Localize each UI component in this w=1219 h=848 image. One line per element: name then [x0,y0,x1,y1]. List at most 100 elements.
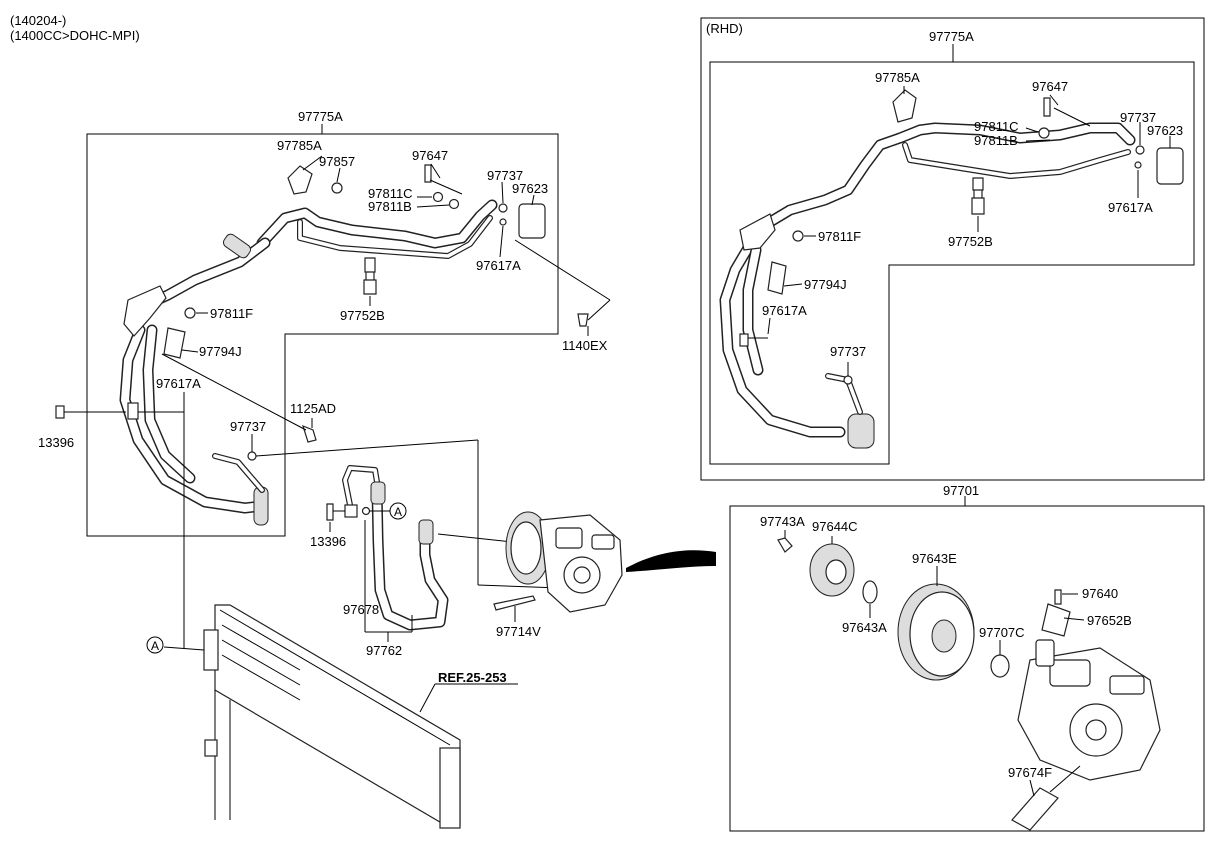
label-bolt-97647: 97647 [412,148,448,163]
o-ring-part [247,451,257,461]
label-shim: 97643A [842,620,887,635]
label-bracket-97652b: 97652B [1087,613,1132,628]
effective-date-label: (140204-) [10,13,67,28]
label-valve-97623: 97623 [512,181,548,196]
cap-part [331,182,343,194]
label-marker-a: A [394,505,402,519]
rhd-bracket-part [892,89,917,123]
label-snap-ring: 97707C [979,625,1025,640]
bolt-part [55,405,65,419]
o-ring-part [361,506,371,516]
rhd-label-sensor: 97752B [948,234,993,249]
expansion-valve-part [518,203,546,239]
label-o-ring-left: 97617A [156,376,201,391]
hose-ferrule [370,481,386,505]
rhd-expansion-valve-part [1156,147,1184,185]
label-valve: 97674F [1008,765,1052,780]
rhd-box: (RHD) 97775A 97785A 97647 97737 97623 97… [700,17,1205,481]
compressor-body [1017,639,1161,781]
rhd-cap-part [792,230,804,242]
shim-part [862,580,878,604]
o-ring-part [499,218,507,226]
cap-part [448,198,460,210]
label-o-ring-97737: 97737 [487,168,523,183]
pulley-part [897,583,975,681]
compressor-bolt-part [493,595,536,611]
label-cap-c: 97811C [368,186,413,201]
hose-ferrule [222,233,252,259]
engine-spec-label: (1400CC>DOHC-MPI) [10,28,140,43]
hose-ferrule [418,519,434,545]
hose-joint [127,402,139,420]
rhd-sensor-part [971,177,985,215]
label-hose-assy: 97775A [298,109,343,124]
label-compressor: 97701 [943,483,979,498]
main-assembly-outline [86,133,559,537]
label-bracket: 97785A [277,138,322,153]
label-sensor: 97752B [340,308,385,323]
label-compressor-bolt: 97714V [496,624,541,639]
rhd-bolt-part [1043,97,1051,117]
rhd-suction-pipe [764,122,1136,228]
rhd-o-ring-part [843,375,853,385]
compressor-illustration [505,511,623,613]
bolt-part [777,537,793,553]
rhd-inner-outline [709,61,1195,465]
rhd-fitting-part [739,333,749,347]
bolt-part [1054,589,1062,605]
rhd-label-bracket: 97785A [875,70,920,85]
rhd-title: (RHD) [706,21,743,36]
label-o-ring-97617a: 97617A [476,258,521,273]
bolt-part [326,503,334,521]
o-ring-part [498,203,508,213]
label-cap-b: 97811B [368,199,412,214]
rhd-clip-part [767,261,787,295]
label-ref: REF.25-253 [438,670,507,685]
rhd-label-o-ring-97737: 97737 [1120,110,1156,125]
rhd-label-hose-assy: 97775A [929,29,974,44]
cap-part [184,307,196,319]
rhd-cap-part [1038,127,1050,139]
rhd-box-outline [700,17,1205,481]
bracket-part [1041,603,1071,637]
rhd-label-cap-b: 97811B [974,133,1018,148]
label-cap-f: 97811F [210,306,253,321]
rhd-block-fitting [739,213,776,251]
rhd-label-o-ring-97617a: 97617A [1108,200,1153,215]
label-discharge-hose: 97678 [343,602,379,617]
rhd-o-ring-part [1134,161,1142,169]
cap-part [432,191,444,203]
label-bolt-1140ex: 1140EX [562,338,608,353]
hub-part [809,543,855,597]
label-bolt-97743a: 97743A [760,514,805,529]
rhd-label-cap-c: 97811C [974,119,1019,134]
rhd-label-valve-97623: 97623 [1147,123,1183,138]
label-marker-a: A [151,639,159,653]
detail-pointer [626,550,716,572]
snap-ring-part [990,654,1010,678]
control-valve-part [1011,787,1059,831]
rhd-label-o-ring-lower: 97737 [830,344,866,359]
bracket-part [287,165,313,195]
clip-part [163,327,186,359]
label-bolt-1125ad: 1125AD [290,401,336,416]
rhd-o-ring-part [1135,145,1145,155]
label-hub: 97644C [812,519,858,534]
rhd-label-bolt-97647: 97647 [1032,79,1068,94]
condenser-illustration [203,604,461,829]
compressor-box-outline [729,505,1205,832]
label-hose-assy-lower: 97762 [366,643,402,658]
label-bolt-13396-b: 13396 [310,534,346,549]
bolt-part [577,313,589,327]
label-bolt-13396-a: 13396 [38,435,74,450]
fitting-part [344,504,358,518]
compressor-box: 97701 97743A 97644C 97643E 97643A 97640 … [626,483,1205,832]
marker-a-circle [389,502,407,520]
marker-a-circle [146,636,164,654]
pressure-sensor-part [363,257,377,295]
label-clip: 97794J [199,344,242,359]
bolt-part [424,164,432,183]
rhd-label-cap-f: 97811F [818,229,861,244]
label-o-ring-lower: 97737 [230,419,266,434]
